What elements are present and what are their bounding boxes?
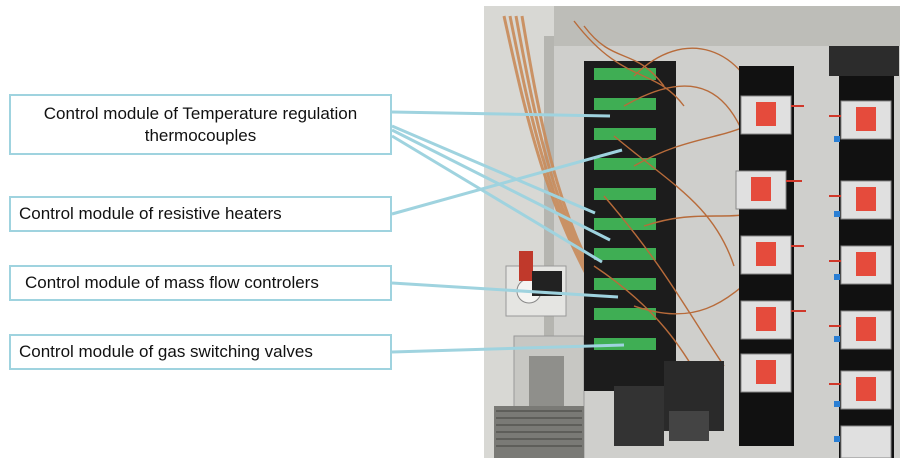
- control-cabinet-photo: [484, 6, 900, 458]
- callout-temperature-line1: Control module of Temperature regulation: [43, 104, 358, 123]
- callout-temperature-line2: thermocouples: [144, 126, 257, 145]
- callout-gas-valves-module: Control module of gas switching valves: [9, 334, 392, 370]
- callout-heaters-module: Control module of resistive heaters: [9, 196, 392, 232]
- callout-temperature-module: Control module of Temperature regulation…: [9, 94, 392, 155]
- callout-mass-flow-module: Control module of mass flow controlers: [9, 265, 392, 301]
